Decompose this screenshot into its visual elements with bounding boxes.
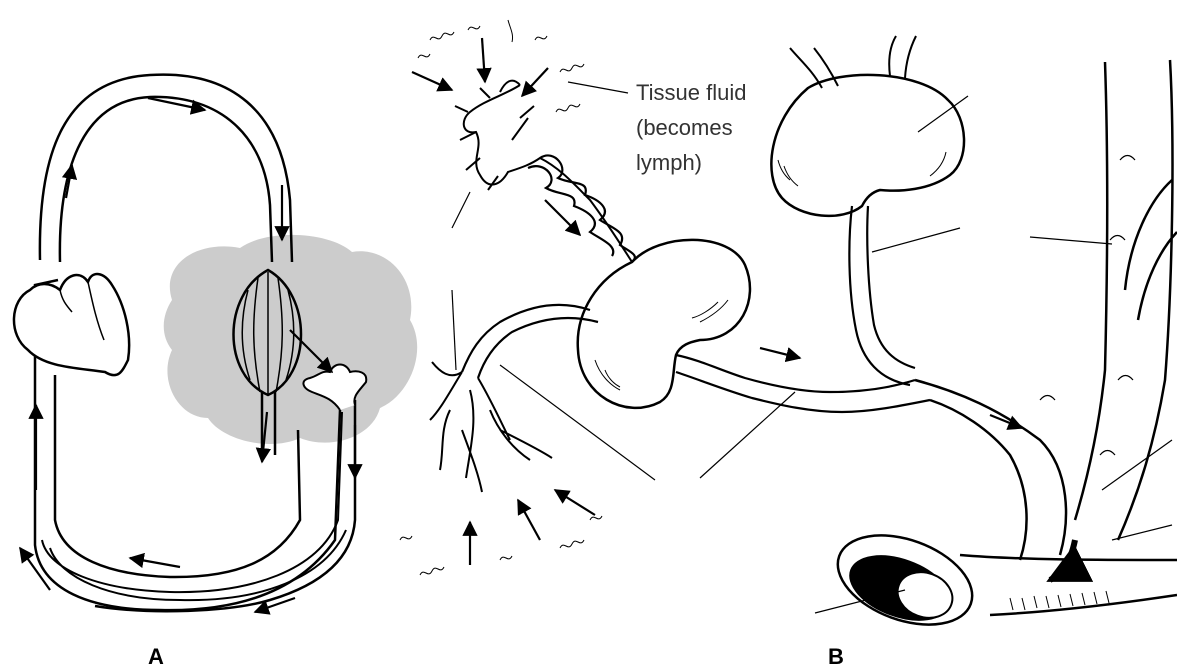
- upper-lymph-capillary: [418, 20, 635, 262]
- panel-label-b: B: [828, 644, 844, 669]
- thoracic-duct: [915, 380, 1066, 560]
- node-upper-efferent: [849, 206, 915, 385]
- efferent-lymph-vessel-lower: [676, 372, 930, 412]
- callout-line-3: lymph): [636, 150, 702, 175]
- tissue-fluid-callout: Tissue fluid (becomes lymph): [636, 80, 746, 175]
- heart: [14, 274, 129, 375]
- lymph-node-upper: [771, 75, 964, 216]
- callout-line-2: (becomes: [636, 115, 733, 140]
- panel-label-a: A: [148, 644, 164, 669]
- vein-valves: [1040, 156, 1135, 456]
- callout-line-1: Tissue fluid: [636, 80, 746, 105]
- vessel-inner-wall: [60, 97, 272, 262]
- lymph-node-middle: [578, 240, 750, 408]
- panel-b-lymphatics: Tissue fluid (becomes lymph): [400, 20, 1177, 669]
- callout-leader: [568, 82, 628, 93]
- lower-lymph-capillary: [400, 305, 602, 575]
- efferent-lymph-vessel: [676, 355, 915, 392]
- large-vein: [1075, 60, 1177, 540]
- panel-a-circulation: A: [14, 75, 417, 669]
